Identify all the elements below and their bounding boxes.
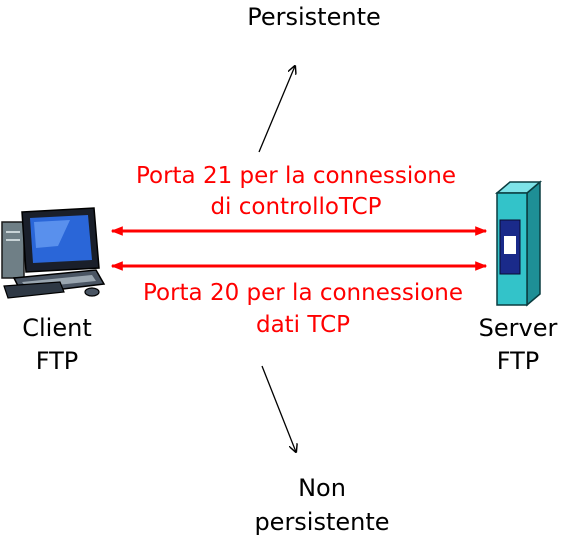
non-persistent-label-line1: Non [298,474,346,502]
client-label-line2: FTP [36,347,79,375]
data-connection-label-line1: Porta 20 per la connessione [143,280,463,306]
server-tower-icon [494,180,543,307]
control-connection-label-line2: di controlloTCP [210,194,381,220]
server-label-line2: FTP [497,347,540,375]
non-persistent-label-line2: persistente [254,508,389,536]
client-label-line1: Client [22,314,91,342]
persistent-pointer-arrow [258,66,295,153]
server-label-line1: Server [479,314,558,342]
data-connection-label-line2: dati TCP [256,312,350,338]
control-connection-label-line1: Porta 21 per la connessione [136,163,456,189]
desktop-computer-icon [1,207,106,299]
persistent-label: Persistente [247,3,381,31]
non-persistent-pointer-arrow [261,365,296,452]
